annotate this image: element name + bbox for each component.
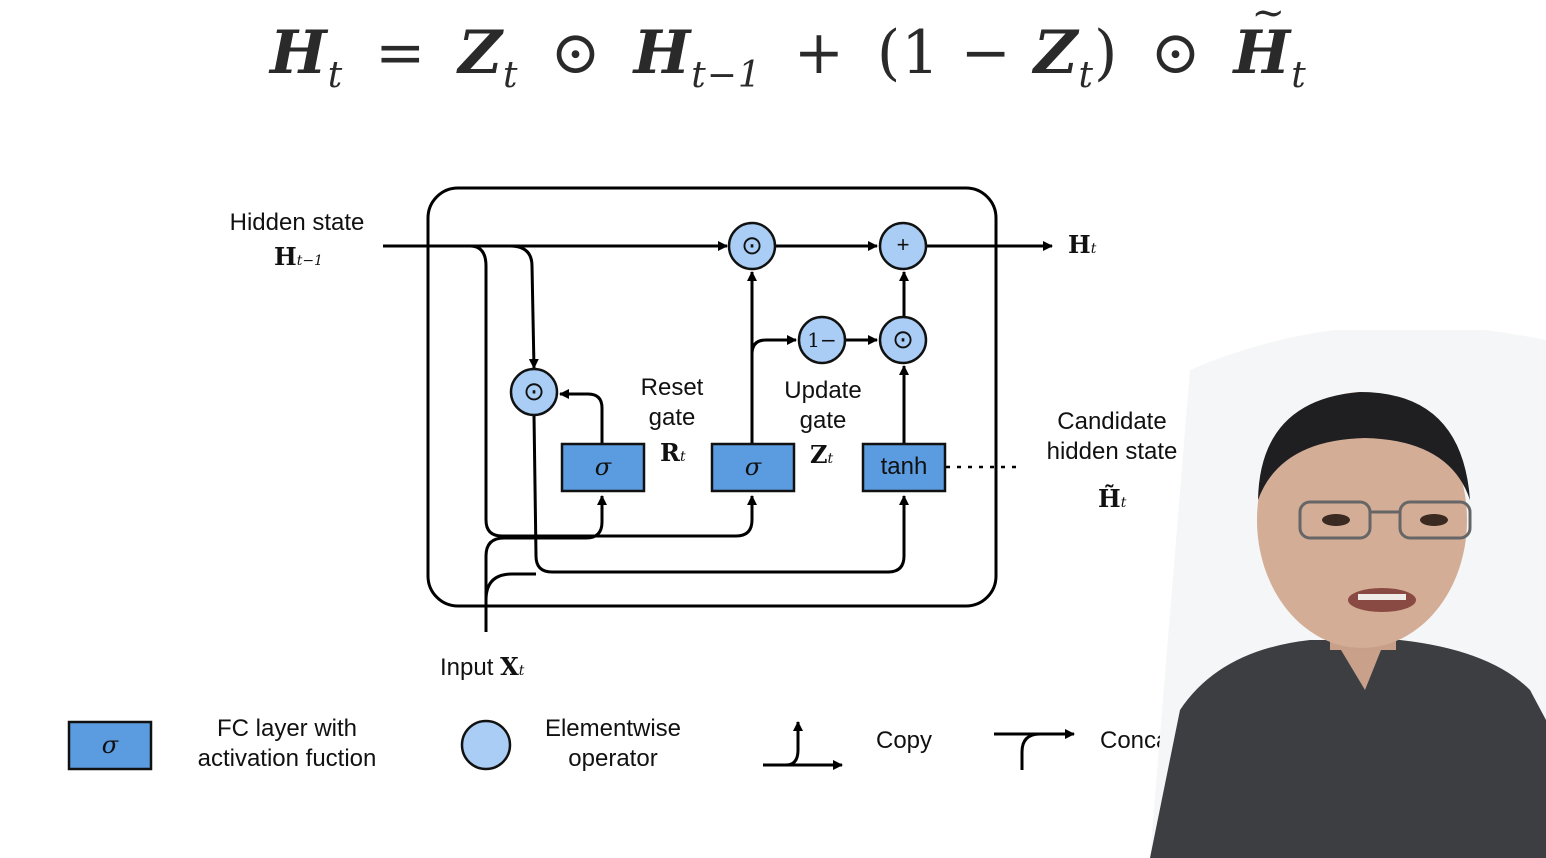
presenter-video <box>1150 330 1546 858</box>
hidden-state-var: Ht−1 <box>274 242 323 271</box>
reset-gate-fc-box <box>560 442 646 493</box>
candidate-tanh-box <box>861 442 947 493</box>
reset-sigma-label: σ <box>594 453 612 481</box>
legend-copy-text: Copy <box>875 727 933 754</box>
update-sigma-label: σ <box>744 453 762 481</box>
reset-odot-circle <box>509 367 559 417</box>
gru-cell-border <box>426 186 998 608</box>
candidate-var: H̃t <box>1098 484 1127 513</box>
output-var: Ht <box>1068 230 1097 259</box>
reset-odot-symbol: ⊙ <box>523 376 545 406</box>
hidden-state-label: Hidden state <box>229 209 365 236</box>
tanh-label: tanh <box>880 453 928 480</box>
top-odot-symbol: ⊙ <box>741 230 763 260</box>
mid-odot-circle <box>878 315 928 365</box>
one-minus-symbol: 1− <box>807 328 837 352</box>
gru-update-formula: Ht = Zt ⊙ Ht−1 + (1 − Zt) ⊙ Ht <box>270 0 1307 108</box>
input-label: Input Xt <box>440 652 525 681</box>
presenter-image <box>1150 330 1546 858</box>
legend-fc-symbol: σ <box>101 731 119 759</box>
reset-var: Rt <box>660 438 686 467</box>
plus-symbol: + <box>896 232 910 257</box>
update-var: Zt <box>810 440 834 469</box>
top-odot-circle <box>727 221 777 271</box>
legend-circle <box>460 719 512 771</box>
one-minus-circle <box>797 315 847 365</box>
mid-odot-symbol: ⊙ <box>892 324 914 354</box>
legend-fc-box <box>67 720 153 771</box>
plus-circle <box>878 221 928 271</box>
update-gate-fc-box <box>710 442 796 493</box>
legend-concat-arrow <box>1020 729 1075 770</box>
